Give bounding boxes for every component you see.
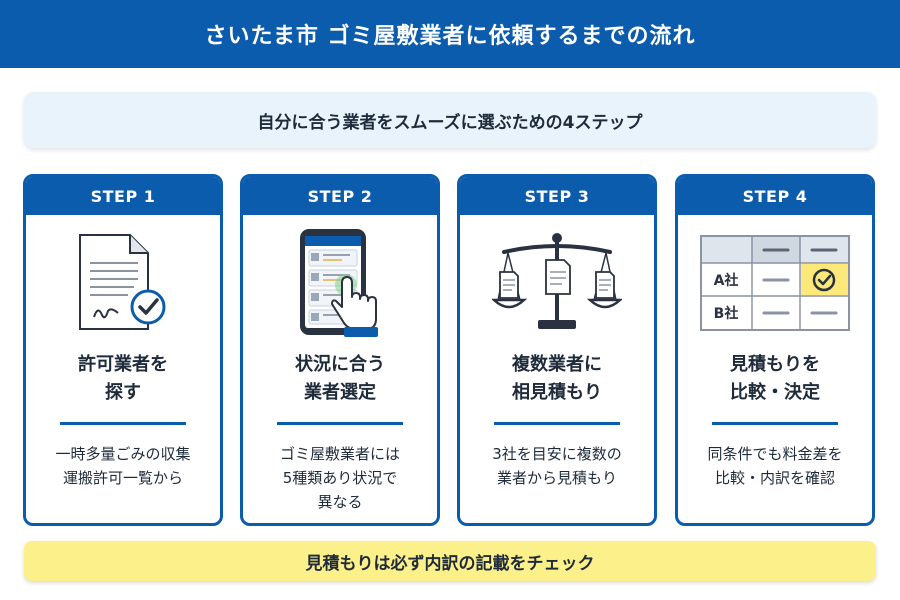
step-description: 一時多量ごみの収集 運搬許可一覧から [55, 445, 191, 487]
table-row-label: B社 [714, 305, 739, 322]
step-description: 同条件でも料金差を 比較・内訳を確認 [707, 445, 843, 487]
document-check-icon [26, 227, 220, 339]
step-card-4: STEP 4 A社 B社 見積もりを 比較・決定 同条件でも料金差を 比較・内訳… [675, 174, 875, 526]
step-title: 状況に合う 業者選定 [295, 354, 385, 403]
step-card-3: STEP 3 複数業者に 相見積もり 3社を目 [457, 174, 657, 526]
step-label: STEP 4 [678, 177, 872, 215]
comparison-table-icon: A社 B社 [678, 227, 872, 339]
step-divider [277, 422, 403, 425]
step-label: STEP 1 [26, 177, 220, 215]
step-divider [712, 422, 838, 425]
page-title: さいたま市 ゴミ屋敷業者に依頼するまでの流れ [204, 24, 696, 49]
balance-scale-icon [460, 227, 654, 339]
footer-note: 見積もりは必ず内訳の記載をチェック [24, 541, 876, 581]
step-card-1: STEP 1 許可業者を 探す 一時多量ごみの収集 運搬許可一覧から [23, 174, 223, 526]
table-row-label: A社 [714, 272, 739, 289]
step-card-2: STEP 2 状況に合う 業者選定 ゴミ屋敷業者には 5種類あり状況で 異 [240, 174, 440, 526]
subtitle-banner: 自分に合う業者をスムーズに選ぶための4ステップ [24, 92, 876, 148]
subtitle-text: 自分に合う業者をスムーズに選ぶための4ステップ [257, 112, 643, 133]
step-title: 許可業者を 探す [78, 354, 168, 403]
page-header: さいたま市 ゴミ屋敷業者に依頼するまでの流れ [0, 0, 900, 68]
step-description: ゴミ屋敷業者には 5種類あり状況で 異なる [279, 445, 400, 511]
smartphone-tap-icon [243, 227, 437, 339]
step-title: 見積もりを 比較・決定 [730, 354, 820, 403]
step-divider [494, 422, 620, 425]
step-description: 3社を目安に複数の 業者から見積もり [492, 445, 622, 487]
step-label: STEP 2 [243, 177, 437, 215]
footer-text: 見積もりは必ず内訳の記載をチェック [305, 553, 595, 574]
step-divider [60, 422, 186, 425]
step-label: STEP 3 [460, 177, 654, 215]
step-title: 複数業者に 相見積もり [512, 354, 602, 403]
